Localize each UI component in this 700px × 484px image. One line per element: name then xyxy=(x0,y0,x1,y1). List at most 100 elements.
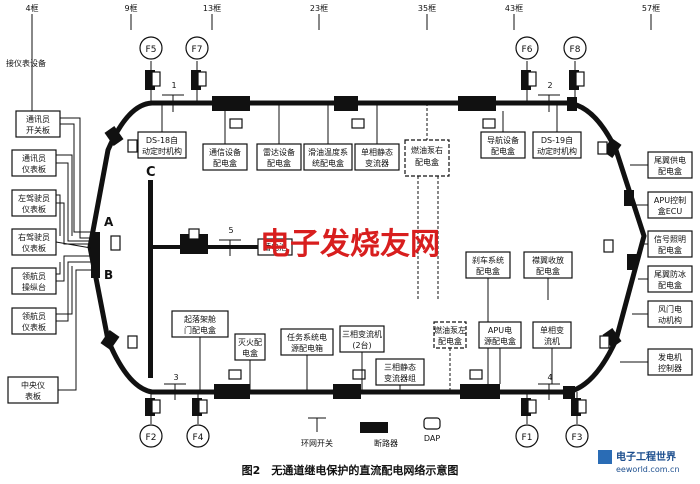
left-panel-label: 仪表板 xyxy=(22,164,46,174)
left-panel-label: 仪表板 xyxy=(22,204,46,214)
dap-unit xyxy=(352,369,366,380)
right-panel-label: 配电盒 xyxy=(658,280,682,290)
legend-breaker xyxy=(360,422,388,433)
fan-label: F2 xyxy=(146,433,157,443)
dap-unit xyxy=(599,335,610,349)
bottom-box-label: APU电 xyxy=(488,325,512,335)
fan-generators xyxy=(139,36,589,448)
bottom-box-label: 三相静态 xyxy=(384,362,416,372)
fan-generator-block xyxy=(521,70,531,90)
top-box-label: 单相静态 xyxy=(361,147,393,157)
fan-circle xyxy=(185,36,209,60)
left-panel-label: 右驾驶员 xyxy=(18,232,50,242)
right-panel-box xyxy=(647,348,693,376)
legend-dap xyxy=(423,417,441,430)
fan-circle xyxy=(565,424,589,448)
top-boxes xyxy=(137,131,582,177)
frame-label: 35框 xyxy=(418,3,436,13)
frame-label: 9框 xyxy=(124,3,137,13)
bottom-box xyxy=(171,310,229,338)
cockpit-bus-bar xyxy=(91,232,100,278)
fan-generator-block xyxy=(191,70,201,90)
legend-ring-switch-label: 环网开关 xyxy=(301,438,333,448)
figure-caption: 图2 无通道继电保护的直流配电网络示意图 xyxy=(242,463,459,477)
frame-label: 4框 xyxy=(25,3,38,13)
fan-unit xyxy=(527,399,537,414)
top-box-label: 导航设备 xyxy=(487,135,519,145)
dap-unit xyxy=(229,118,243,129)
ring-switch-number: 3 xyxy=(173,373,178,382)
legend-breaker-label: 断路器 xyxy=(374,438,398,448)
breaker xyxy=(460,384,500,399)
fan-unit xyxy=(151,399,161,414)
top-box-label: 配电盒 xyxy=(491,146,515,156)
right-panel-boxes xyxy=(647,151,693,376)
fan-generator-block xyxy=(145,398,155,416)
dap-unit xyxy=(603,239,614,253)
top-box-label: DS-19自 xyxy=(541,135,573,145)
logo-line1: 电子工程世界 xyxy=(616,450,676,463)
cockpit-unit xyxy=(110,235,121,251)
dap-unit xyxy=(127,335,138,349)
left-panel-box xyxy=(15,110,61,138)
ring-switch-2 xyxy=(538,94,560,112)
fan-label: F8 xyxy=(570,45,581,55)
label-c: C xyxy=(146,165,156,180)
top-box xyxy=(303,143,353,171)
left-panel-box xyxy=(11,307,57,335)
left-panel-label: 左驾驶员 xyxy=(18,193,50,203)
fan-circle xyxy=(515,424,539,448)
dap-unit xyxy=(351,118,365,129)
right-panel-label: 盒ECU xyxy=(658,206,683,216)
dap-unit xyxy=(482,118,496,129)
top-box-label: 配电盒 xyxy=(267,158,291,168)
bottom-box-label: 门配电盒 xyxy=(184,325,216,335)
bottom-box-label: 源配电盒 xyxy=(484,336,516,346)
battery-label: 蓄电池 xyxy=(263,242,287,252)
fan-generator-block xyxy=(571,398,581,416)
left-panel-label: 仪表板 xyxy=(22,243,46,253)
left-panel-box xyxy=(11,267,57,295)
instrument-label: 接仪表设备 xyxy=(6,58,46,68)
fan-unit xyxy=(197,71,207,87)
ring-switch-number: 1 xyxy=(171,81,176,90)
frame-label: 13框 xyxy=(203,3,221,13)
right-panel-box xyxy=(647,191,693,219)
bottom-box-label: (2台) xyxy=(352,340,371,350)
ring-switch-number: 4 xyxy=(547,373,552,382)
fuel-left-label: 配电盒 xyxy=(438,336,462,346)
fan-generator-block xyxy=(521,398,531,416)
breaker xyxy=(567,97,577,111)
breaker xyxy=(624,190,634,206)
top-box xyxy=(137,131,187,159)
breaker xyxy=(458,96,496,111)
bottom-box-label: 单相变 xyxy=(540,325,564,335)
battery-generator xyxy=(180,234,208,254)
fan-generator-block xyxy=(192,398,202,416)
left-panel-box xyxy=(11,228,57,256)
left-panel-label: 领航员 xyxy=(22,271,46,281)
left-panel-label: 表板 xyxy=(25,391,41,401)
dap-unit xyxy=(228,369,242,380)
bottom-box-label: 电盒 xyxy=(242,348,258,358)
left-panel-boxes xyxy=(7,110,61,404)
bottom-connectors xyxy=(199,337,553,392)
top-box-label: 动定时机构 xyxy=(142,146,182,156)
left-panel-label: 开关板 xyxy=(26,125,50,135)
fan-label: F4 xyxy=(193,433,204,443)
mid-box-label: 配电盒 xyxy=(476,266,500,276)
legend-ring-switch xyxy=(308,417,326,432)
label-a: A xyxy=(104,215,114,229)
fan-circle xyxy=(139,424,163,448)
battery-box xyxy=(257,238,293,256)
top-box-label: 动定时机构 xyxy=(537,146,577,156)
bottom-box-label: 变流器组 xyxy=(384,373,416,383)
breaker xyxy=(212,96,250,111)
fan-generator-block xyxy=(569,70,579,90)
right-panel-label: 动机构 xyxy=(658,315,682,325)
dap-units xyxy=(127,118,614,380)
logo-mark xyxy=(598,450,612,464)
dap-unit xyxy=(597,141,608,155)
